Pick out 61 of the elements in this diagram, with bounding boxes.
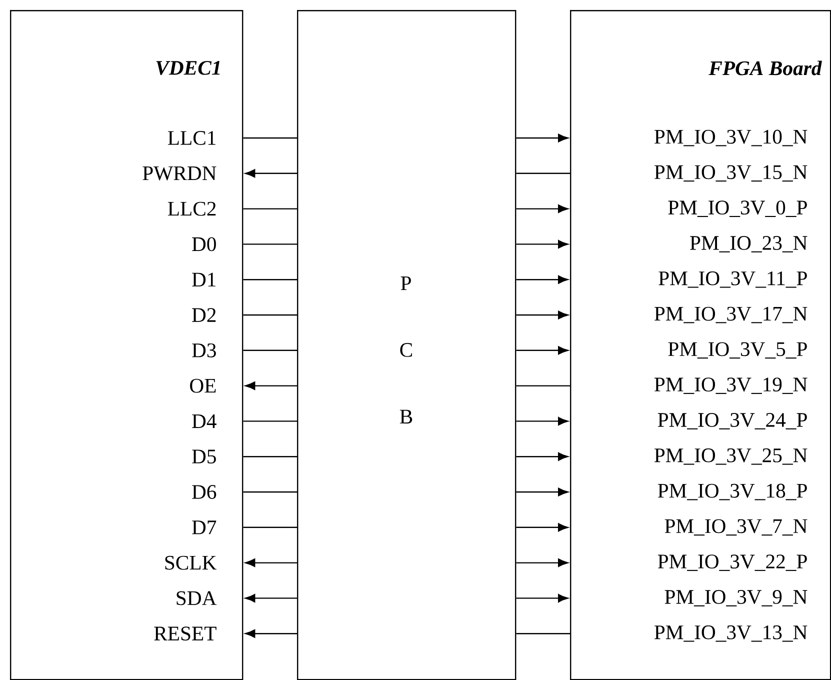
- arrow: [516, 346, 568, 355]
- arrow: [245, 594, 297, 602]
- pin-label: D6: [192, 485, 216, 499]
- arrow: [516, 558, 568, 567]
- pin-label: D4: [192, 414, 216, 428]
- signal-line: [243, 314, 297, 316]
- arrow: [516, 310, 568, 320]
- pin-label: LLC2: [168, 202, 216, 216]
- arrow: [245, 169, 297, 178]
- arrow: [245, 629, 297, 638]
- pin-label: RESET: [154, 626, 216, 641]
- arrow: [516, 134, 568, 142]
- pin-label: PM_IO_3V_15_N: [654, 165, 808, 182]
- pcb-box: P C B: [297, 10, 516, 680]
- pin-label: PM_IO_3V_5_P: [668, 342, 807, 359]
- pin-label: PM_IO_3V_24_P: [658, 413, 807, 430]
- signal-line: [516, 633, 570, 634]
- pin-label: PM_IO_3V_19_N: [654, 378, 808, 394]
- pin-label: SDA: [176, 591, 217, 606]
- pin-label: PM_IO_23_N: [690, 236, 808, 252]
- signal-line: [243, 279, 297, 280]
- arrow: [516, 204, 568, 213]
- pin-label: PM_IO_3V_13_N: [654, 625, 808, 642]
- pin-label: PM_IO_3V_22_P: [658, 554, 807, 571]
- signal-line: [243, 420, 297, 422]
- arrow: [516, 488, 568, 496]
- pin-label: D1: [192, 272, 216, 286]
- signal-line: [516, 385, 570, 386]
- arrow: [516, 594, 568, 602]
- arrow: [245, 558, 297, 567]
- pin-label: D2: [192, 308, 216, 322]
- pin-label: PM_IO_3V_18_P: [658, 484, 807, 500]
- signal-line: [243, 491, 297, 493]
- pin-label: PM_IO_3V_17_N: [654, 306, 808, 324]
- pin-label: SCLK: [165, 556, 217, 570]
- pin-label: PM_IO_3V_10_N: [654, 130, 808, 146]
- signal-line: [516, 172, 570, 174]
- arrow: [516, 240, 568, 248]
- pin-label: D0: [192, 237, 216, 252]
- signal-line: [243, 526, 297, 528]
- signal-line: [243, 244, 297, 245]
- signal-line: [243, 350, 297, 351]
- signal-line: [243, 456, 297, 458]
- arrow: [516, 275, 568, 284]
- arrow: [516, 452, 568, 461]
- signal-line: [243, 208, 297, 210]
- pin-label: D7: [192, 520, 216, 534]
- arrow: [516, 416, 568, 426]
- pin-label: PM_IO_3V_0_P: [668, 200, 807, 217]
- pin-label: OE: [190, 378, 216, 393]
- pin-label: PM_IO_3V_11_P: [658, 271, 807, 288]
- pin-label: D5: [192, 450, 216, 464]
- pin-label: PM_IO_3V_7_N: [664, 519, 808, 536]
- pin-label: PWRDN: [142, 166, 216, 180]
- arrow: [245, 382, 297, 390]
- pin-label: PM_IO_3V_9_N: [664, 590, 808, 606]
- pin-label: PM_IO_3V_25_N: [654, 448, 808, 465]
- pin-label: LLC1: [168, 131, 216, 145]
- pin-label: D3: [192, 343, 216, 358]
- arrow: [516, 523, 568, 532]
- signal-line: [243, 137, 297, 139]
